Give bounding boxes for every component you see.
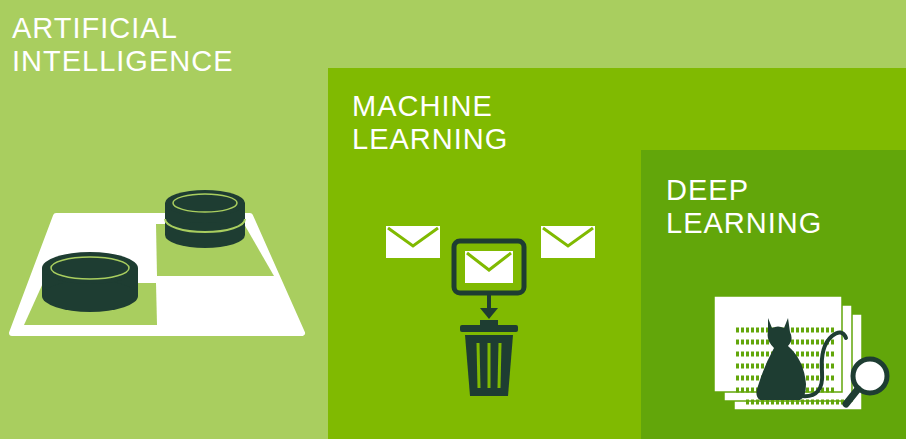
- image-recognition-icon: [714, 296, 887, 410]
- region-title: MACHINE LEARNING: [352, 90, 582, 156]
- spam-filter-icon: [386, 226, 595, 396]
- checkerboard-icon: [12, 190, 302, 333]
- region-title: ARTIFICIAL INTELLIGENCE: [12, 12, 292, 78]
- region-title: DEEP LEARNING: [666, 174, 886, 240]
